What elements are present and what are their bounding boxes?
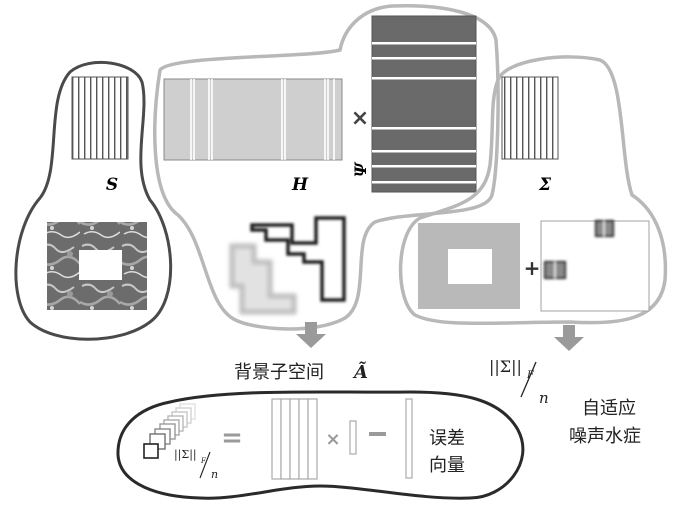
label-s: S [106,175,118,195]
foreground-mask [229,216,346,315]
adaptive-noise-line2: 噪声水症 [569,426,641,447]
adaptive-noise-line1: 自适应 [582,398,636,419]
error-vector [405,398,413,479]
matrix-psi-rows [372,42,476,184]
minus-operator [369,432,386,436]
arrow-down-right [554,325,584,351]
bottom-matrix [271,398,318,480]
norm-fraction-bottom: ||Σ|| F n [174,448,218,481]
label-sigma: Σ [538,175,552,195]
texture-hole [79,250,122,280]
blob-s-outline [14,60,173,341]
arrow-down-middle [296,322,326,348]
a-tilde-label: Ã [352,360,368,383]
noise-spots [544,220,614,279]
svg-text:||Σ||: ||Σ|| [489,357,522,376]
blob-bottom-outline [116,390,525,500]
plus-operator: + [524,256,541,280]
label-h: H [291,175,309,195]
label-psi: Ψ [351,161,370,177]
svg-text:||Σ||: ||Σ|| [174,448,197,462]
matrix-s [71,76,129,160]
matrix-h-columns [190,79,335,160]
equals-operator: = [221,423,243,453]
norm-fraction-top: ||Σ|| F n [489,357,549,407]
times-operator-top: × [351,106,369,131]
svg-text:F: F [200,457,207,465]
error-vector-line2: 向量 [429,455,465,476]
svg-text:n: n [211,468,218,481]
matrix-sigma [501,76,559,160]
error-vector-line1: 误差 [429,428,465,449]
coefficient-vector [349,420,357,455]
stacked-frames [143,403,196,459]
blob-sigma-outline [398,55,668,326]
svg-text:n: n [539,389,549,407]
background-subspace-label: 背景子空间 [234,362,324,383]
matrix-psi [371,15,477,193]
times-operator-bottom: × [325,429,340,450]
background-hole [448,249,492,284]
